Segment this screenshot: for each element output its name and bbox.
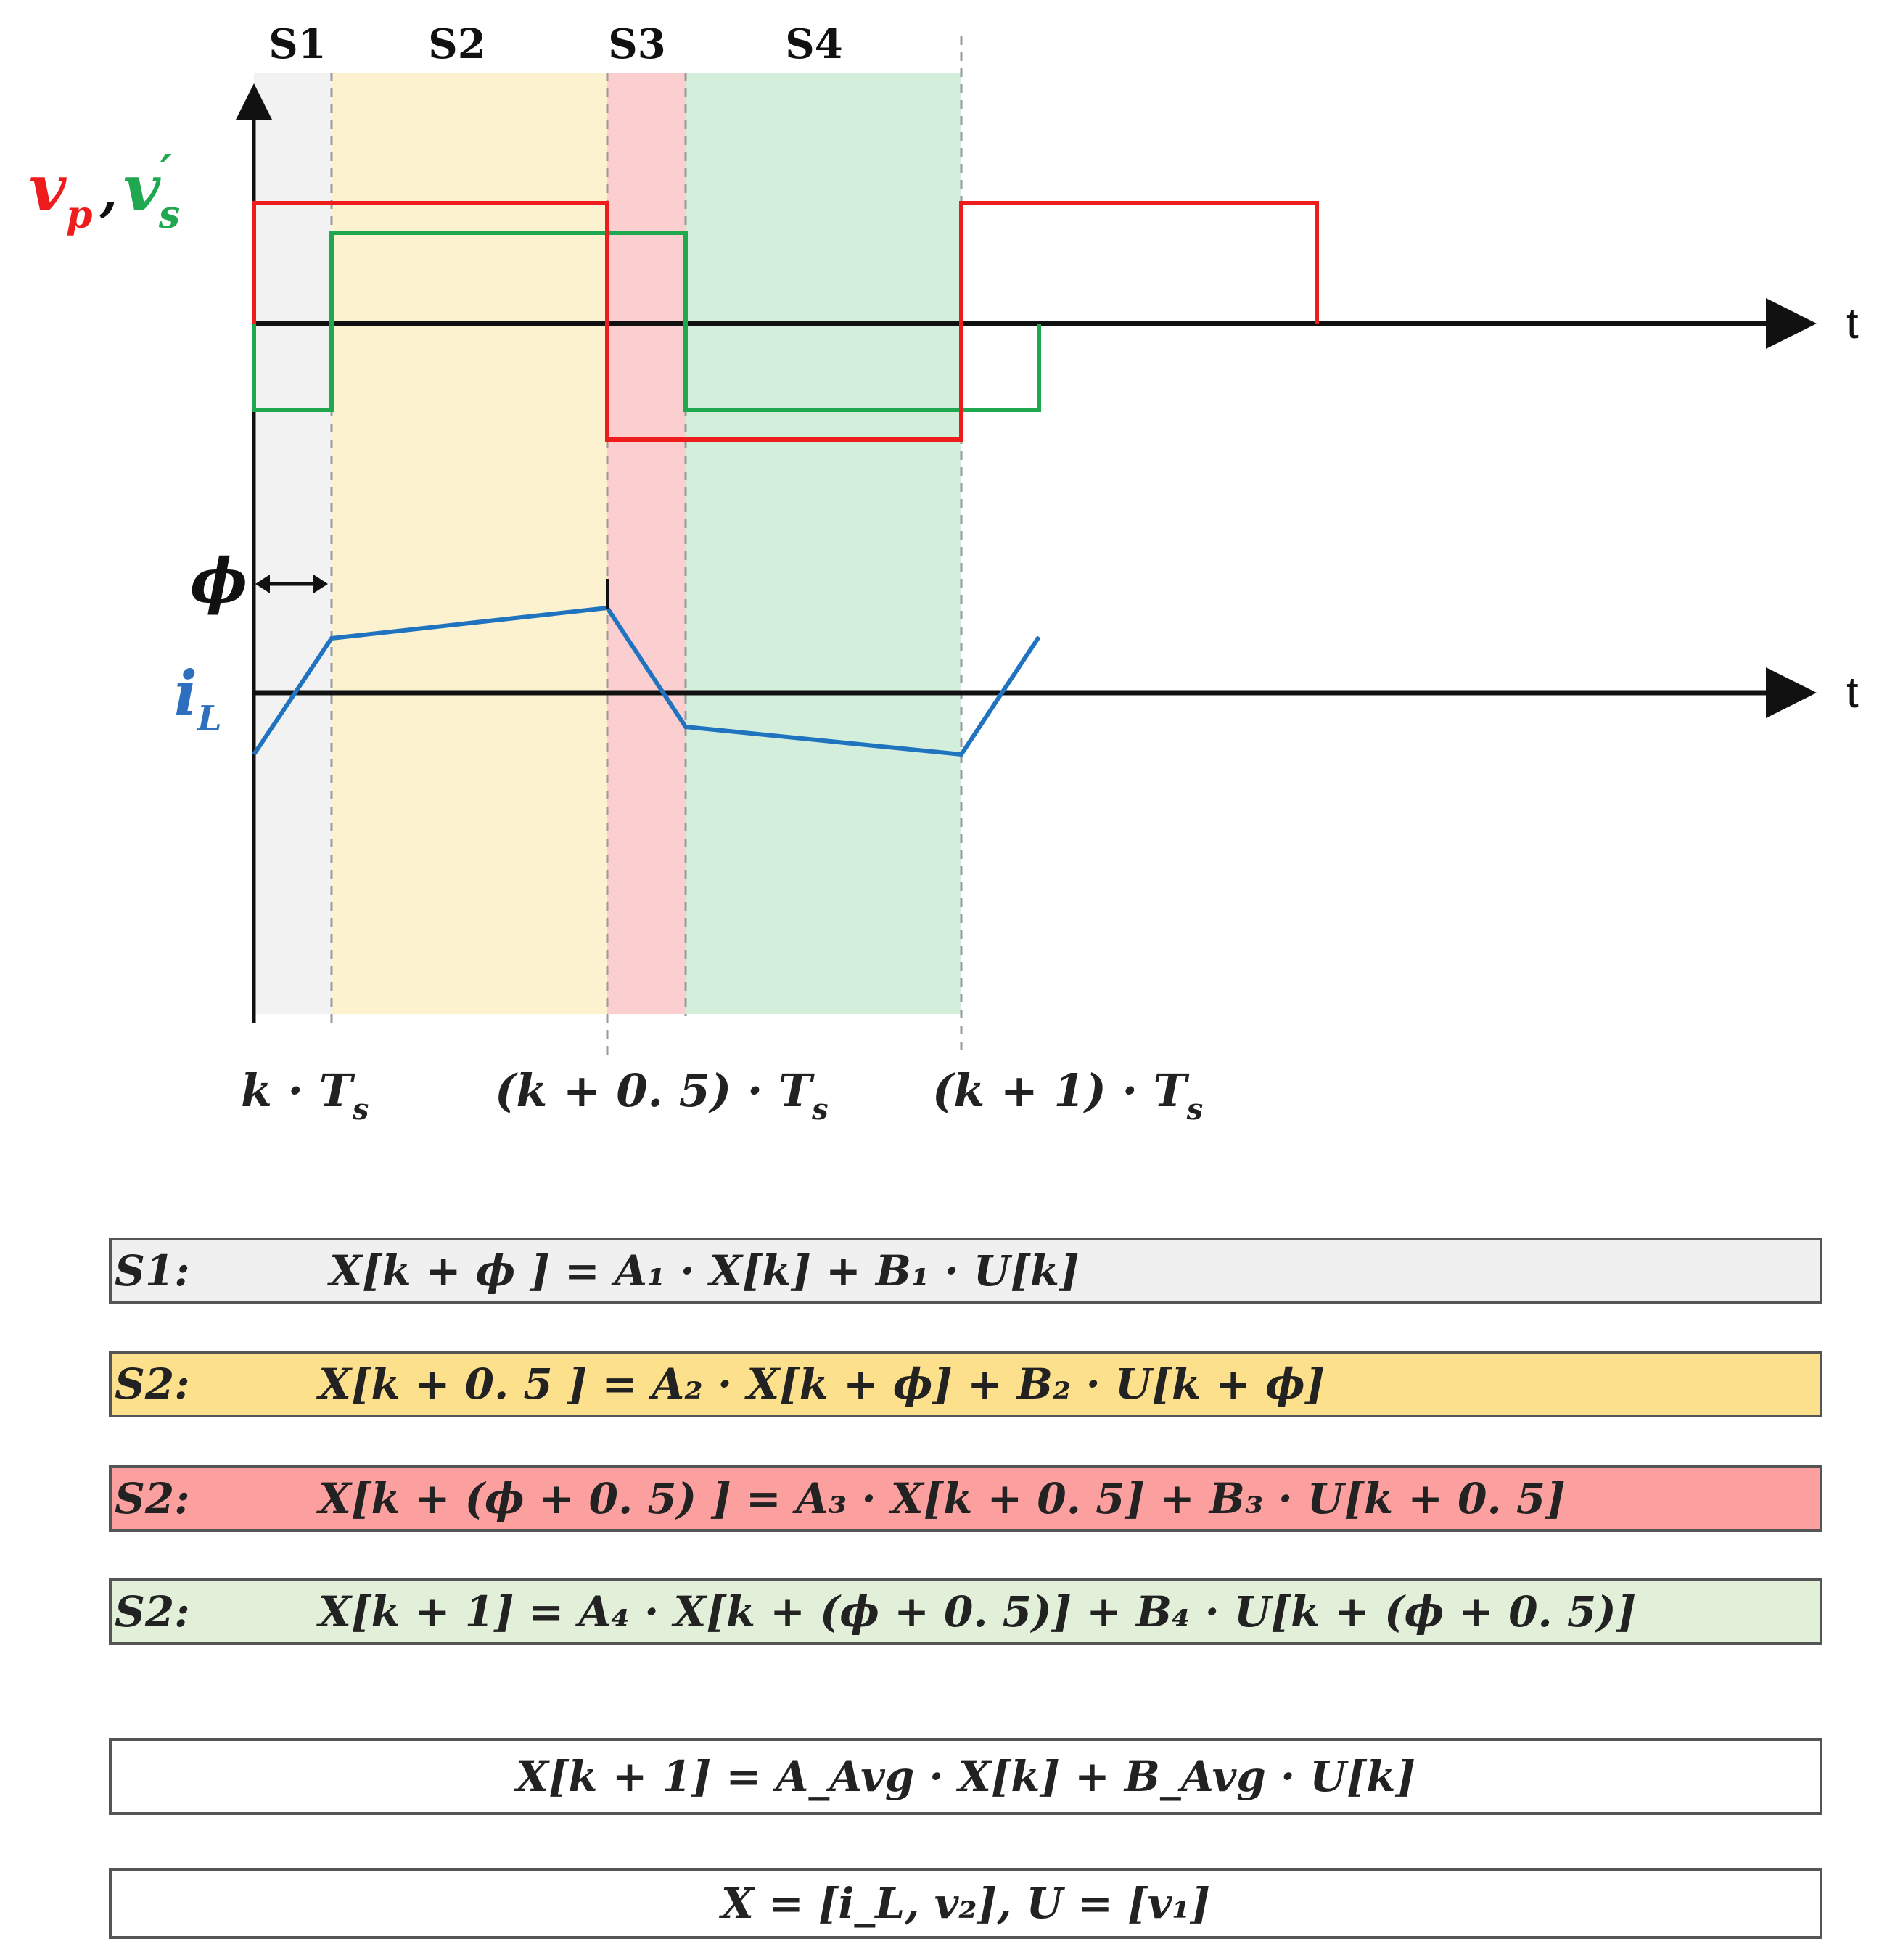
tick-label-k-plus-one: (k + 1) · Ts xyxy=(932,1064,1203,1127)
equation-box-s1: S1: X[k + ϕ ] = A₁ · X[k] + B₁ · U[k] xyxy=(109,1238,1822,1304)
vector-definitions: X = [i_L, v₂], U = [v₁] xyxy=(720,1879,1211,1928)
timing-diagram: S1 S2 S3 S4 t t vp,v′s ϕ iL k · Ts (k + … xyxy=(29,20,1859,1127)
phi-label: ϕ xyxy=(190,545,247,617)
averaged-equation: X[k + 1] = A_Avg · X[k] + B_Avg · U[k] xyxy=(515,1752,1416,1801)
equation-label-s1: S1: xyxy=(115,1246,190,1296)
equation-label-s3: S2: xyxy=(115,1474,190,1523)
equation-s4: X[k + 1] = A₄ · X[k + (ϕ + 0. 5)] + B₄ ·… xyxy=(318,1587,1637,1636)
segment-s2-region xyxy=(332,73,607,1014)
segment-s4-region xyxy=(686,73,961,1014)
time-label-upper: t xyxy=(1846,299,1859,347)
voltage-label: vp,v′s xyxy=(29,146,180,237)
equation-box-s2: S2: X[k + 0. 5 ] = A₂ · X[k + ϕ] + B₂ · … xyxy=(109,1351,1822,1417)
equation-label-s4: S2: xyxy=(115,1587,190,1636)
vs-waveform xyxy=(252,231,1041,412)
segment-s1-region xyxy=(254,73,332,1014)
segment-label-s4: S4 xyxy=(785,20,842,68)
phi-double-arrow xyxy=(255,575,328,593)
il-waveform xyxy=(252,605,1041,757)
equation-s3: X[k + (ϕ + 0. 5) ] = A₃ · X[k + 0. 5] + … xyxy=(318,1474,1566,1523)
equation-label-s2: S2: xyxy=(115,1359,190,1409)
segment-label-s3: S3 xyxy=(608,20,665,68)
tick-label-k: k · Ts xyxy=(241,1064,369,1127)
equation-box-s4: S2: X[k + 1] = A₄ · X[k + (ϕ + 0. 5)] + … xyxy=(109,1578,1822,1645)
segment-label-s1: S1 xyxy=(268,20,326,68)
vector-definition-box: X = [i_L, v₂], U = [v₁] xyxy=(109,1868,1822,1939)
equation-s1: X[k + ϕ ] = A₁ · X[k] + B₁ · U[k] xyxy=(329,1246,1080,1296)
current-label: iL xyxy=(174,657,222,739)
equation-box-s3: S2: X[k + (ϕ + 0. 5) ] = A₃ · X[k + 0. 5… xyxy=(109,1465,1822,1532)
vp-waveform xyxy=(252,201,1319,442)
time-label-lower: t xyxy=(1846,668,1859,717)
segment-label-s2: S2 xyxy=(428,20,485,68)
equation-s2: X[k + 0. 5 ] = A₂ · X[k + ϕ] + B₂ · U[k … xyxy=(318,1359,1325,1409)
averaged-equation-box: X[k + 1] = A_Avg · X[k] + B_Avg · U[k] xyxy=(109,1738,1822,1815)
tick-label-k-half: (k + 0. 5) · Ts xyxy=(495,1064,829,1127)
segment-s3-region xyxy=(607,73,686,1014)
